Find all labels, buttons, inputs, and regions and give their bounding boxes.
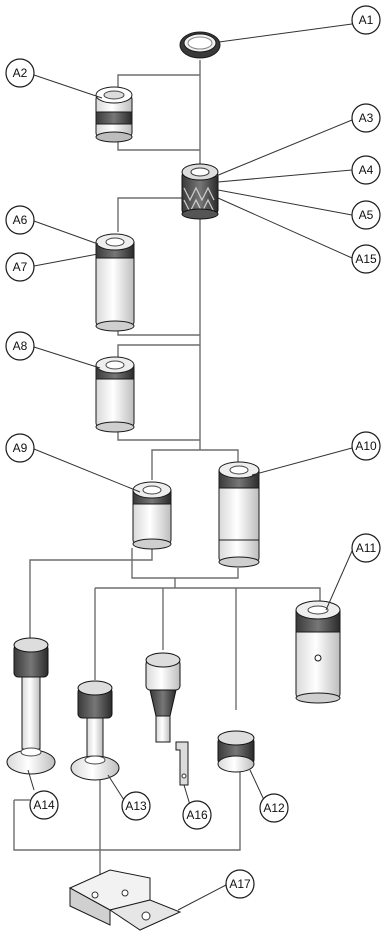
callout-label-a7: A7 <box>13 260 28 274</box>
callout-a2: A2 <box>5 58 35 88</box>
callout-a12: A12 <box>259 793 289 823</box>
callout-label-a3: A3 <box>359 111 374 125</box>
callout-a3: A3 <box>351 103 381 133</box>
part-a9-module <box>132 481 172 550</box>
callout-a9: A9 <box>5 433 35 463</box>
callout-a13: A13 <box>121 791 151 821</box>
part-a1-cap <box>179 31 221 59</box>
connector-lines <box>13 60 321 880</box>
part-a11-module <box>295 600 341 704</box>
callout-label-a4: A4 <box>359 163 374 177</box>
leader-lines <box>27 23 353 911</box>
callout-a16: A16 <box>182 800 212 830</box>
callout-a5: A5 <box>351 200 381 230</box>
callout-a17: A17 <box>225 869 255 899</box>
callout-label-a14: A14 <box>33 798 55 812</box>
callout-label-a9: A9 <box>13 441 28 455</box>
part-a8-module <box>95 356 135 433</box>
callout-label-a13: A13 <box>125 799 147 813</box>
callout-label-a10: A10 <box>355 439 377 453</box>
callout-label-a15: A15 <box>355 252 377 266</box>
part-a2-module <box>95 86 133 143</box>
callout-a15: A15 <box>351 244 381 274</box>
callout-label-a11: A11 <box>356 541 377 555</box>
part-a17-wall-bracket <box>68 869 182 931</box>
callout-label-a8: A8 <box>13 339 28 353</box>
callout-a10: A10 <box>351 431 381 461</box>
callout-label-a6: A6 <box>13 213 28 227</box>
part-a12-module <box>217 730 255 773</box>
callout-label-a2: A2 <box>13 66 28 80</box>
part-a16-bracket-mount <box>145 652 189 786</box>
callout-a8: A8 <box>5 331 35 361</box>
callout-a4: A4 <box>351 155 381 185</box>
part-a3-hub <box>181 163 219 220</box>
callout-a1: A1 <box>351 5 381 35</box>
part-a6-tall-module <box>95 233 135 332</box>
part-a10-tall-module <box>218 461 260 568</box>
callout-label-a17: A17 <box>229 877 251 891</box>
callout-label-a1: A1 <box>359 13 374 27</box>
callout-label-a16: A16 <box>186 808 208 822</box>
callout-a6: A6 <box>5 205 35 235</box>
callout-a7: A7 <box>5 252 35 282</box>
callout-label-a5: A5 <box>359 208 374 222</box>
callout-a14: A14 <box>29 790 59 820</box>
part-a14-pole-mount <box>6 637 56 775</box>
callout-a11: A11 <box>351 533 381 563</box>
part-a13-pole-mount <box>70 680 120 781</box>
callout-label-a12: A12 <box>263 801 285 815</box>
